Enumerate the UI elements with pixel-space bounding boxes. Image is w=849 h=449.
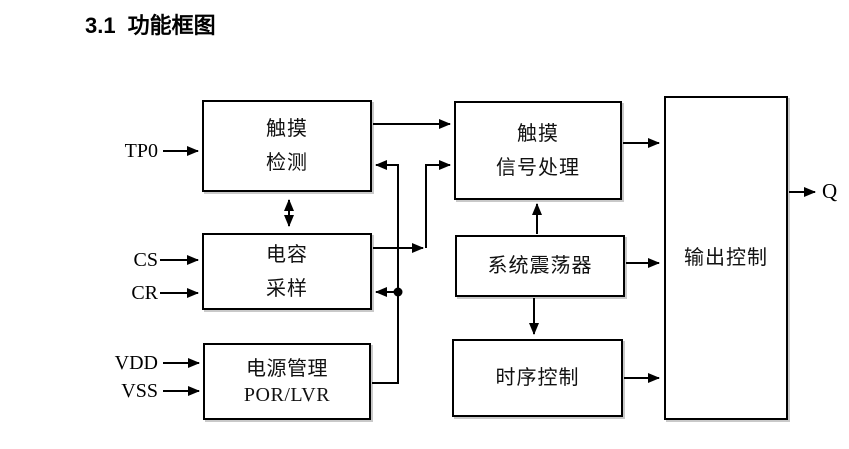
block-touch-signal-processing-label-line2: 信号处理 bbox=[496, 156, 580, 179]
pin-label-vss: VSS bbox=[121, 380, 158, 402]
block-output-control-label: 输出控制 bbox=[684, 247, 768, 269]
wire-cap-sample-to-signal-processing bbox=[425, 160, 451, 248]
block-output-control: 输出控制 bbox=[664, 96, 788, 420]
block-touch-detect-label-line1: 触摸 bbox=[266, 118, 308, 140]
block-touch-detect: 触摸 检测 bbox=[202, 100, 372, 192]
pin-label-cr: CR bbox=[131, 282, 158, 304]
block-power-management-label-line2: POR/LVR bbox=[243, 383, 331, 406]
pin-label-vdd: VDD bbox=[114, 352, 158, 374]
block-system-oscillator-label: 系统震荡器 bbox=[487, 255, 593, 277]
block-timing-control-label: 时序控制 bbox=[495, 367, 580, 389]
block-system-oscillator: 系统震荡器 bbox=[455, 235, 625, 297]
pin-label-q: Q bbox=[822, 179, 838, 203]
block-capacitance-sampling-label-line1: 电容 bbox=[266, 243, 308, 266]
block-capacitance-sampling: 电容 采样 bbox=[202, 233, 372, 310]
block-power-management-label-line1: 电源管理 bbox=[246, 357, 328, 380]
block-power-management: 电源管理 POR/LVR bbox=[203, 343, 371, 420]
block-touch-signal-processing-label-line1: 触摸 bbox=[517, 122, 559, 145]
section-number: 3.1 bbox=[85, 13, 116, 38]
section-title: 3.1 功能框图 bbox=[85, 8, 216, 40]
wire-power-mgmt-to-touch-detect bbox=[372, 160, 399, 384]
block-capacitance-sampling-label-line2: 采样 bbox=[266, 277, 308, 300]
section-heading-text: 功能框图 bbox=[127, 13, 216, 38]
block-touch-detect-label-line2: 检测 bbox=[266, 152, 308, 174]
pin-label-tp0: TP0 bbox=[124, 140, 158, 162]
block-touch-signal-processing: 触摸 信号处理 bbox=[454, 101, 622, 200]
pin-label-cs: CS bbox=[133, 249, 158, 271]
block-timing-control: 时序控制 bbox=[452, 339, 623, 417]
junction-dot bbox=[393, 287, 403, 297]
